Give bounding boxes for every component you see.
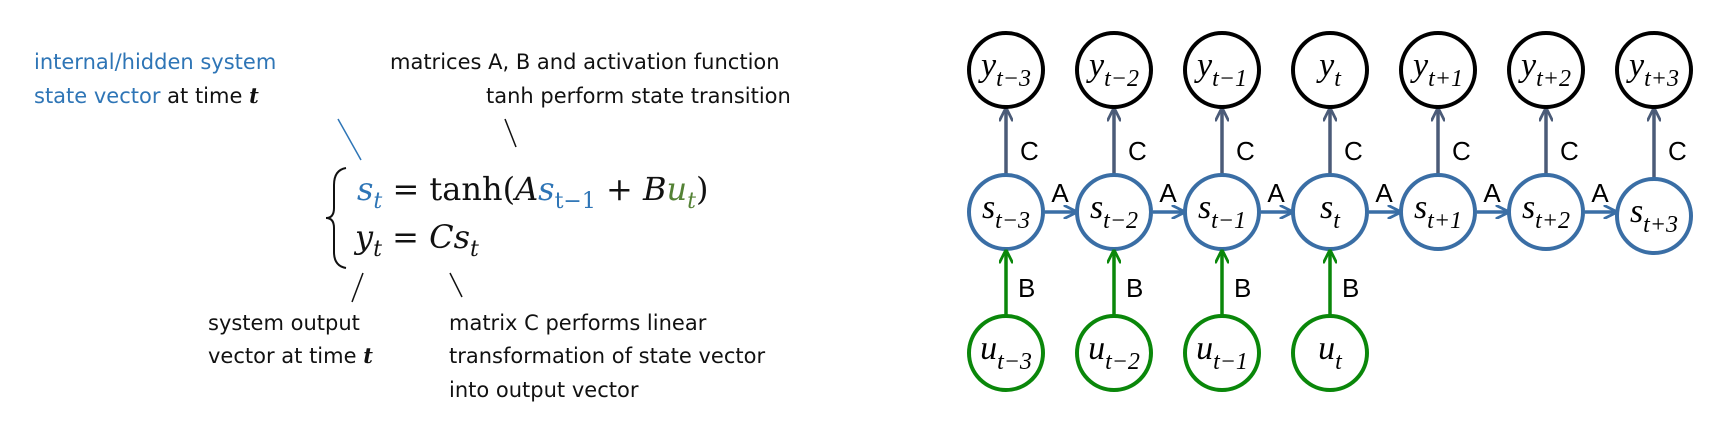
output-node-label: yt [1316,47,1342,92]
b-label: B [1342,273,1359,303]
output-node-label: yt−1 [1194,47,1247,92]
matrix-c-pointer-line [449,272,463,298]
a-label: A [1051,178,1069,208]
output-node [1507,31,1585,109]
b-label: B [1234,273,1251,303]
c-label: C [1560,136,1579,166]
output-annotation-line2: vector at time t [208,343,373,368]
output-node [967,31,1045,109]
output-node-label: yt−2 [1086,47,1139,92]
output-equation: yt = Cst [353,218,479,262]
input-node-label: ut−1 [1196,330,1248,375]
b-label: B [1018,273,1035,303]
c-label: C [1128,136,1147,166]
transition-pointer-line [504,118,517,148]
equation-brace [325,167,347,269]
state-node-label: st+1 [1414,189,1462,234]
a-label: A [1375,178,1393,208]
input-node [1075,314,1153,392]
c-label: C [1344,136,1363,166]
input-node [1183,314,1261,392]
state-node-label: st [1320,189,1341,234]
output-node [1075,31,1153,109]
state-annotation-line1: internal/hidden system [34,50,276,74]
input-node-label: ut−3 [980,330,1032,375]
state-equation: st = tanh(Ast−1 + But) [357,170,708,214]
a-label: A [1267,178,1285,208]
input-node [1291,314,1369,392]
a-label: A [1159,178,1177,208]
output-node-label: yt+1 [1410,47,1463,92]
state-node [1291,173,1369,251]
matrix-c-annotation-line3: into output vector [449,378,639,402]
transition-annotation-line1: matrices A, B and activation function [390,50,780,74]
output-node [1615,31,1693,109]
state-pointer-line [337,118,362,161]
state-node [1399,173,1477,251]
output-node [1183,31,1261,109]
state-node [1183,173,1261,251]
c-label: C [1668,136,1687,166]
input-node [967,314,1045,392]
output-node-label: yt+3 [1626,47,1679,92]
state-node-label: st−1 [1198,189,1246,234]
transition-annotation-line2: tanh perform state transition [486,84,791,108]
a-label: A [1483,178,1501,208]
rnn-unrolled-diagram: Cyt−3 st−3 A But−3 Cyt−2 st−2 A But−2 Cyt−1 st−1 A… [967,31,1693,392]
input-node-label: ut−2 [1088,330,1140,375]
matrix-c-annotation-line2: transformation of state vector [449,344,765,368]
output-node [1399,31,1477,109]
state-annotation-line2: state vector at time t [34,83,259,108]
state-node-label: st+2 [1522,189,1570,234]
input-node-label: ut [1318,330,1343,375]
state-node [1615,177,1693,255]
matrix-c-annotation-line1: matrix C performs linear [449,311,707,335]
b-label: B [1126,273,1143,303]
state-node-label: st+3 [1630,193,1678,238]
state-node [1507,173,1585,251]
a-label: A [1591,178,1609,208]
output-pointer-line [351,272,364,303]
output-node-label: yt−3 [978,47,1031,92]
state-node [1075,173,1153,251]
state-node [967,173,1045,251]
c-label: C [1020,136,1039,166]
output-node-label: yt+2 [1518,47,1571,92]
c-label: C [1452,136,1471,166]
output-node [1291,31,1369,109]
state-node-label: st−3 [982,189,1030,234]
output-annotation-line1: system output [208,311,360,335]
state-node-label: st−2 [1090,189,1138,234]
c-label: C [1236,136,1255,166]
